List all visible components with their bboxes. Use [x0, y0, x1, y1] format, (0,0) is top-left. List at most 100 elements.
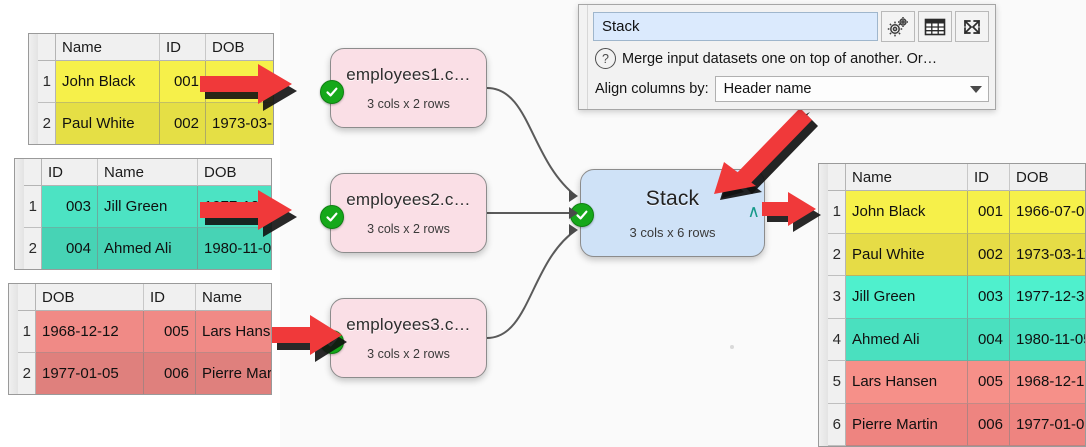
table-cell[interactable]: 001 [160, 61, 206, 103]
table-cell[interactable]: Lars Hansen [846, 361, 968, 404]
row-number[interactable]: 1 [38, 61, 56, 103]
node-title: employees1.c… [346, 65, 471, 84]
table-cell[interactable]: 1977-01-05 [1010, 403, 1085, 446]
table-cell[interactable]: Paul White [846, 233, 968, 276]
column-header[interactable]: DOB [198, 159, 271, 186]
stack-input-port-3[interactable] [569, 224, 578, 236]
item-name-input[interactable]: Stack [593, 12, 878, 41]
table-cell[interactable]: 006 [968, 403, 1010, 446]
table-cell[interactable]: Ahmed Ali [846, 318, 968, 361]
row-number[interactable]: 6 [828, 403, 846, 446]
table-cell[interactable]: 002 [160, 103, 206, 144]
column-header[interactable]: Name [56, 34, 160, 61]
table-cell[interactable]: 004 [968, 318, 1010, 361]
table-cell[interactable]: 003 [968, 276, 1010, 319]
column-header[interactable]: ID [144, 284, 196, 311]
arrow-input1-to-node1 [200, 64, 297, 111]
row-number[interactable]: 2 [828, 233, 846, 276]
column-header[interactable]: Name [98, 159, 198, 186]
table-cell[interactable]: Pierre Martin [196, 353, 271, 394]
table-cell[interactable]: Ahmed Ali [98, 228, 198, 269]
node-subtitle: 3 cols x 6 rows [629, 224, 716, 240]
table-cell[interactable]: Pierre Martin [846, 403, 968, 446]
row-number[interactable]: 2 [18, 353, 36, 394]
table-cell[interactable]: John Black [56, 61, 160, 103]
table-cell[interactable]: Paul White [56, 103, 160, 144]
table-cell[interactable]: 1966-07-01 [1010, 191, 1085, 234]
table-cell[interactable]: 1977-12-30 [1010, 276, 1085, 319]
table-cell[interactable]: Jill Green [846, 276, 968, 319]
column-header[interactable]: ID [42, 159, 98, 186]
column-header[interactable]: Name [196, 284, 271, 311]
node-subtitle: 3 cols x 2 rows [367, 347, 450, 361]
table-corner-cell [828, 164, 846, 191]
column-header[interactable]: ID [968, 164, 1010, 191]
table-cell[interactable]: 006 [144, 353, 196, 394]
settings-gears-icon[interactable] [881, 11, 915, 42]
properties-panel[interactable]: Stack [578, 4, 996, 110]
node-employees2[interactable]: employees2.c… 3 cols x 2 rows [320, 173, 487, 253]
table-cell[interactable]: 005 [968, 361, 1010, 404]
table-cell[interactable]: 005 [144, 311, 196, 353]
stack-input-port-2[interactable] [569, 207, 578, 219]
table-cell[interactable]: 1973-03-11 [206, 103, 273, 144]
expand-icon[interactable] [955, 11, 989, 42]
table-cell[interactable]: 002 [968, 233, 1010, 276]
help-icon[interactable]: ? [595, 48, 616, 69]
table-cell[interactable]: 1977-01-05 [36, 353, 144, 394]
row-number[interactable]: 1 [24, 186, 42, 228]
row-number[interactable]: 1 [828, 191, 846, 234]
stack-input-port-1[interactable] [569, 190, 578, 202]
row-number[interactable]: 2 [24, 228, 42, 269]
arrow-stack-to-output [762, 192, 821, 232]
node-output-port[interactable]: ∧ [747, 202, 760, 221]
column-header[interactable]: DOB [36, 284, 144, 311]
status-ok-icon [320, 80, 344, 104]
table-cell[interactable]: 1968-12-12 [36, 311, 144, 353]
node-employees3[interactable]: employees3.c… 3 cols x 2 rows [320, 298, 487, 378]
table-cell[interactable]: John Black [846, 191, 968, 234]
table-grid-icon[interactable] [918, 11, 952, 42]
table-cell[interactable]: 1980-11-05 [1010, 318, 1085, 361]
panel-grip[interactable] [579, 5, 588, 109]
row-number[interactable]: 2 [38, 103, 56, 144]
node-title: employees3.c… [346, 315, 471, 334]
node-subtitle: 3 cols x 2 rows [367, 97, 450, 111]
table-cell[interactable]: Jill Green [98, 186, 198, 228]
row-number[interactable]: 5 [828, 361, 846, 404]
table-cell[interactable]: 001 [968, 191, 1010, 234]
align-columns-select[interactable]: Header name [714, 76, 989, 102]
table-cell[interactable]: 1980-11-05 [198, 228, 271, 269]
column-header[interactable]: DOB [206, 34, 273, 61]
arrow-input3-to-node3 [272, 315, 347, 362]
table-cell[interactable]: Lars Hansen [196, 311, 271, 353]
row-number[interactable]: 4 [828, 318, 846, 361]
table-cell[interactable]: 1973-03-11 [1010, 233, 1085, 276]
column-header[interactable]: ID [160, 34, 206, 61]
align-columns-value: Header name [723, 81, 812, 97]
table-cell[interactable]: 1968-12-12 [1010, 361, 1085, 404]
table-cell[interactable]: 003 [42, 186, 98, 228]
column-header[interactable]: Name [846, 164, 968, 191]
panel-hint-text: Merge input datasets one on top of anoth… [622, 50, 938, 67]
table-cell[interactable]: 004 [42, 228, 98, 269]
row-number[interactable]: 3 [828, 276, 846, 319]
node-employees1[interactable]: employees1.c… 3 cols x 2 rows [320, 48, 487, 128]
table-corner-cell [18, 284, 36, 311]
column-header[interactable]: DOB [1010, 164, 1085, 191]
row-number[interactable]: 1 [18, 311, 36, 353]
